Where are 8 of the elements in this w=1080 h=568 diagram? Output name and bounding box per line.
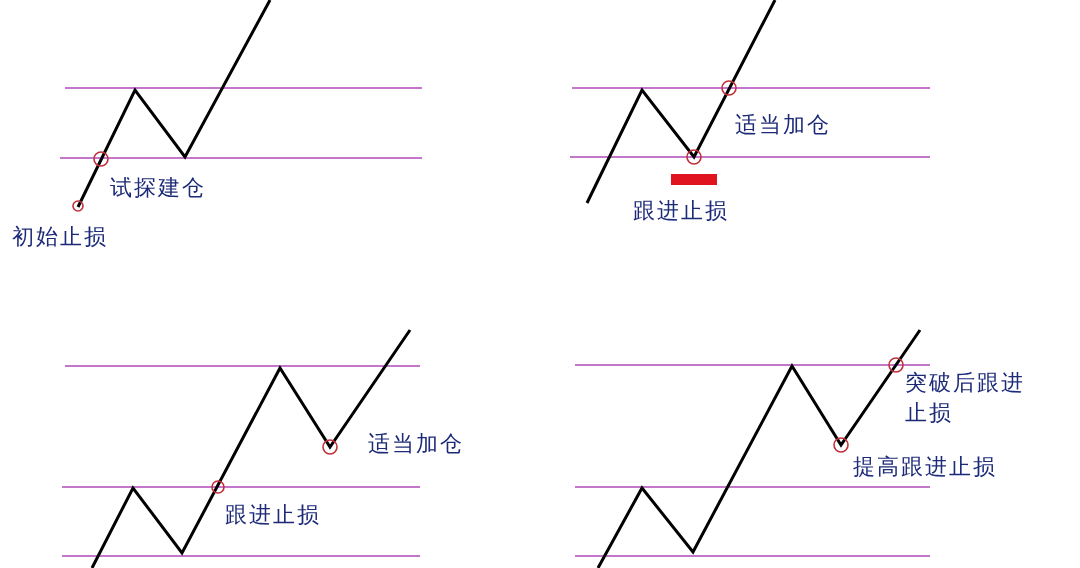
- annotation-label: 跟进止损: [225, 501, 321, 529]
- annotation-label: 试探建仓: [110, 174, 206, 202]
- annotation-label: 初始止损: [12, 223, 108, 251]
- annotation-label: 突破后跟进止损: [905, 369, 1025, 427]
- annotation-label: 适当加仓: [735, 111, 831, 139]
- annotation-label: 跟进止损: [633, 197, 729, 225]
- annotation-label: 适当加仓: [368, 430, 464, 458]
- annotation-label: 提高跟进止损: [853, 453, 997, 481]
